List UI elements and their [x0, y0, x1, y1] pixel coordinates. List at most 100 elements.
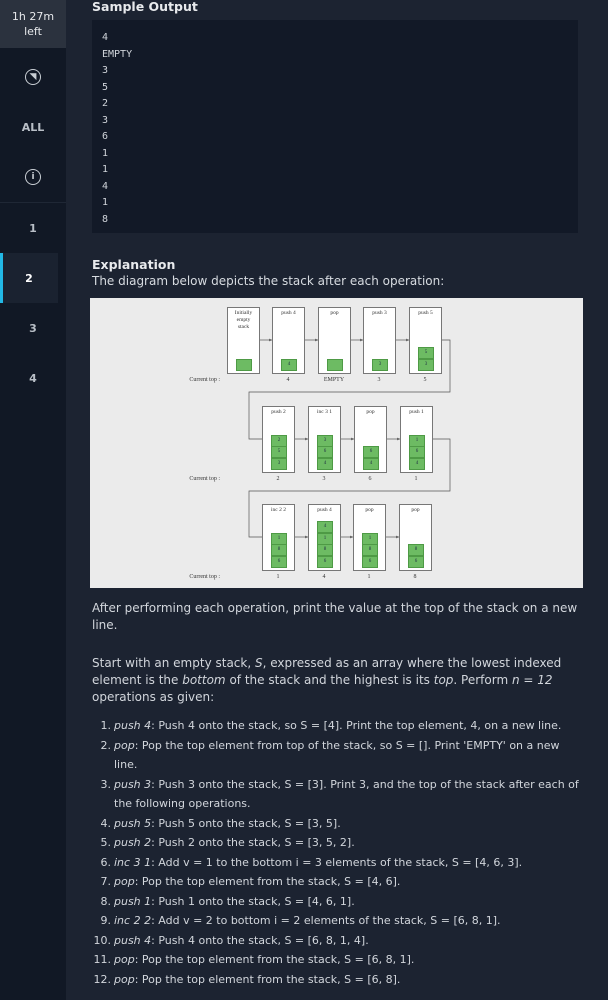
operation-text: : Push 1 onto the stack, S = [4, 6, 1]. [151, 894, 355, 908]
stack-cell: 4 [317, 521, 333, 533]
operation-name: push 2 [114, 836, 152, 849]
current-top-value: 4 [286, 377, 290, 383]
operation-number: 1. [100, 719, 112, 732]
operation-item: 7.pop: Pop the top element from the stac… [92, 872, 582, 892]
operation-number: 6. [100, 855, 112, 869]
stack-cell: 6 [363, 446, 379, 458]
stack-cell: 4 [363, 457, 379, 470]
stack-cell: 6 [271, 555, 287, 568]
explanation-title: Explanation [92, 257, 176, 272]
question-2[interactable]: 2 [0, 253, 58, 303]
info-button[interactable]: i [0, 152, 66, 202]
operation-name: inc 2 2 [114, 914, 152, 927]
stack-cell: 6 [408, 555, 424, 568]
stack-cell: 3 [372, 358, 388, 371]
output-line: 1 [102, 197, 109, 208]
output-line: 6 [102, 131, 109, 142]
stack-step: Initially empty stack [227, 307, 260, 374]
timer-suffix: left [24, 25, 42, 38]
operation-number: 9. [100, 914, 112, 927]
operation-item: 1.push 4: Push 4 onto the stack, so S = … [92, 716, 582, 736]
operation-name: push 1 [114, 894, 152, 908]
all-questions-button[interactable]: ALL [21, 120, 45, 134]
stack-cell: 2 [271, 434, 287, 447]
operation-number: 8. [100, 894, 112, 908]
stack-cell: 1 [317, 532, 333, 545]
info-icon: i [25, 169, 41, 185]
output-line: 4 [102, 180, 109, 192]
step-operation: push 4 [281, 310, 296, 316]
output-line: 3 [102, 114, 109, 126]
operation-text: : Push 4 onto the stack, S = [6, 8, 1, 4… [151, 933, 369, 947]
stack-cell: 8 [362, 544, 378, 556]
compass-icon: ◥ [25, 69, 41, 85]
stack-cell: 5 [271, 446, 287, 458]
operation-name: pop [114, 972, 135, 986]
compass-button[interactable]: ◥ [0, 52, 66, 102]
step-operation: pop [366, 409, 375, 415]
stack-cell: 8 [317, 544, 333, 556]
question-1[interactable]: 1 [29, 221, 37, 235]
current-top-value: 3 [322, 476, 326, 482]
current-top-label: Current top : [189, 476, 220, 482]
operation-item: 12.pop: Pop the top element from the sta… [92, 970, 582, 990]
step-operation: push 5 [418, 310, 433, 316]
operation-number: 5. [100, 836, 112, 849]
stack-cell: 5 [418, 347, 434, 359]
operation-number: 10. [93, 933, 112, 947]
current-top-value: 5 [423, 377, 427, 383]
step-operation: push 2 [271, 409, 286, 415]
stack-step: pop [318, 307, 351, 374]
operation-text: : Push 5 onto the stack, S = [3, 5]. [151, 816, 341, 830]
output-line: 1 [102, 147, 109, 159]
output-line: 5 [102, 81, 109, 93]
operation-text: : Pop the top element from the stack, S … [134, 953, 415, 966]
stack-cell [327, 358, 343, 371]
operation-number: 2. [100, 738, 112, 752]
output-line: 2 [102, 98, 109, 109]
step-operation: pop [365, 507, 374, 513]
stack-cell: 6 [317, 446, 333, 458]
step-operation: inc 3 1 [317, 409, 332, 415]
operation-name: inc 3 1 [114, 855, 152, 869]
output-line: 8 [102, 213, 109, 225]
step-operation: Initially empty stack [234, 310, 253, 330]
operation-item: 2.pop: Pop the top element from top of t… [92, 736, 582, 775]
stack-cell: 3 [271, 457, 287, 470]
step-operation: push 1 [409, 409, 424, 415]
question-4[interactable]: 4 [29, 371, 37, 385]
current-top-value: 2 [276, 476, 280, 482]
stack-cell: 4 [409, 457, 425, 470]
operation-number: 11. [93, 953, 112, 966]
question-3[interactable]: 3 [29, 321, 37, 335]
explanation-intro: The diagram below depicts the stack afte… [92, 274, 445, 288]
step-operation: push 4 [317, 507, 332, 513]
operation-item: 8.push 1: Push 1 onto the stack, S = [4,… [92, 892, 582, 912]
step-operation: pop [330, 310, 339, 316]
sample-output-title: Sample Output [92, 0, 198, 14]
operation-text: : Add v = 2 to bottom i = 2 elements of … [151, 914, 501, 927]
current-top-value: 1 [276, 574, 280, 580]
operation-name: push 4 [114, 719, 152, 732]
operation-name: push 4 [114, 933, 152, 947]
operation-item: 4.push 5: Push 5 onto the stack, S = [3,… [92, 814, 582, 834]
stack-cell: 3 [317, 434, 333, 447]
start-text: Start with an empty stack, S, expressed … [92, 656, 562, 704]
operations-list: 1.push 4: Push 4 onto the stack, so S = … [92, 716, 582, 989]
after-text: After performing each operation, print t… [92, 601, 578, 632]
current-top-label: Current top : [189, 377, 220, 383]
operation-number: 3. [100, 777, 112, 791]
operation-text: : Add v = 1 to the bottom i = 3 elements… [151, 855, 523, 869]
operation-name: pop [114, 738, 135, 752]
output-line: EMPTY [102, 48, 133, 60]
current-top-value: 6 [368, 476, 372, 482]
stack-cell: 8 [271, 544, 287, 556]
